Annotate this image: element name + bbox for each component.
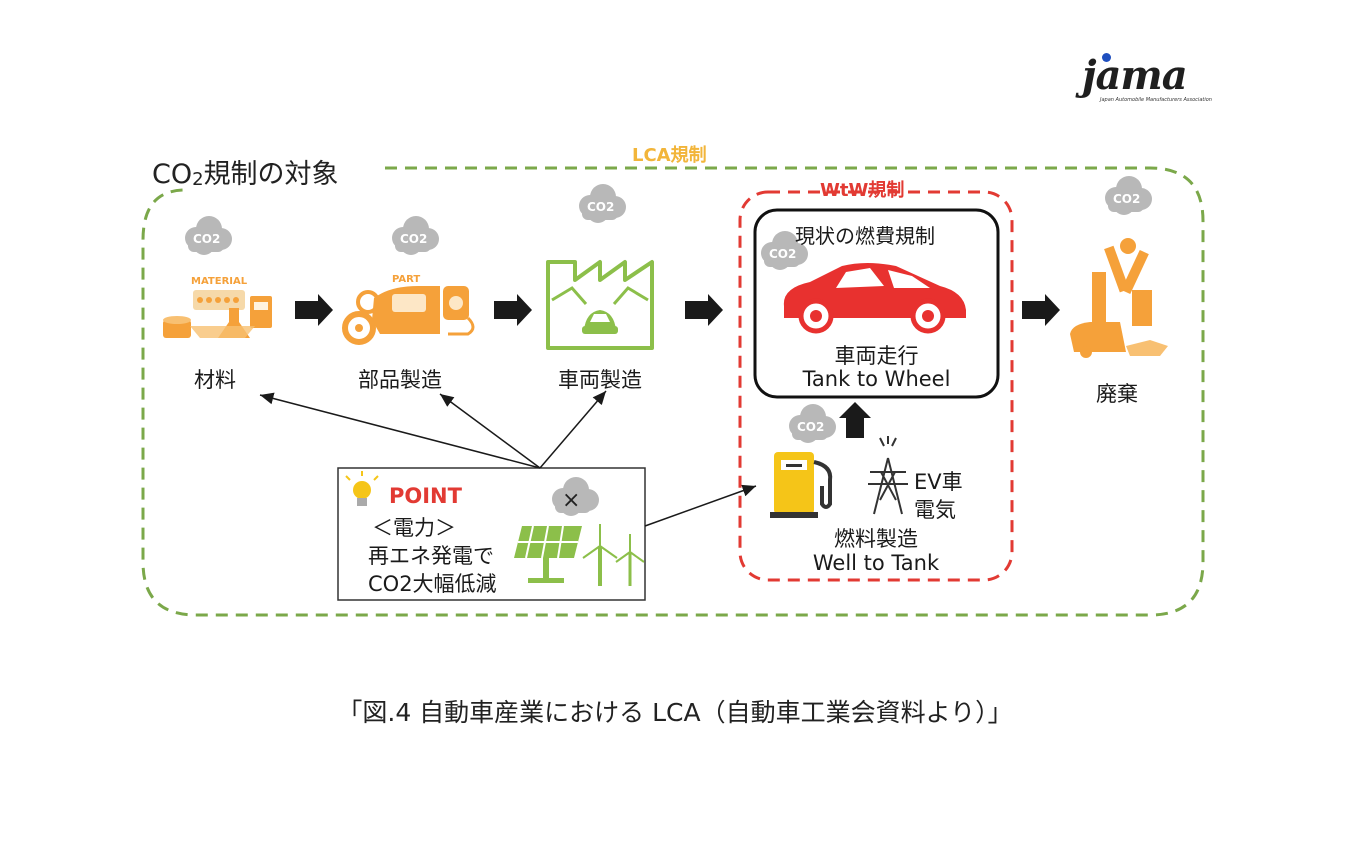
point-box (337, 467, 646, 601)
fuel-pump-icon (770, 452, 833, 518)
logo-dot (1102, 53, 1111, 62)
jama-logo: jama (1082, 52, 1188, 99)
co2-label: CO2 (1113, 192, 1141, 206)
co2-label: CO2 (400, 232, 428, 246)
wtw-boundary (738, 190, 1014, 582)
flow-arrow (295, 294, 333, 326)
wtw-label: WtW規制 (820, 180, 905, 201)
lca-label: LCA規制 (632, 145, 707, 166)
co2-clouds (185, 176, 1152, 516)
solar-panel-icon (514, 525, 582, 583)
flow-arrow (494, 294, 532, 326)
flow-arrow (1022, 294, 1060, 326)
wtt-line1: 燃料製造 (834, 527, 918, 551)
logo-subtitle: Japan Automobile Manufacturers Associati… (1100, 97, 1212, 103)
light-bulb-icon (345, 471, 379, 506)
stage-label-disposal: 廃棄 (1096, 382, 1138, 406)
disposal-icon (1070, 238, 1168, 358)
co2-label: CO2 (797, 420, 825, 434)
stage-label-material: 材料 (194, 368, 236, 392)
connector-arrows (259, 390, 757, 527)
parts-icon-text: PART (392, 274, 421, 285)
power-tower-icon (868, 436, 908, 515)
co2-label: CO2 (769, 247, 797, 261)
flow-arrows (295, 294, 1060, 438)
point-line-3: CO2大幅低減 (368, 572, 497, 596)
point-line-2: 再エネ発電で (368, 544, 494, 568)
co2-label: CO2 (587, 200, 615, 214)
figure-caption: 「図.4 自動車産業における LCA（自動車工業会資料より）」 (337, 698, 1013, 727)
flow-arrow (685, 294, 723, 326)
ttw-heading: 現状の燃費規制 (795, 224, 935, 248)
ev-line2: 電気 (914, 498, 956, 522)
ttw-line2: Tank to Wheel (802, 367, 951, 391)
point-line-1: ＜電力＞ (372, 516, 456, 540)
up-arrow (839, 402, 871, 438)
material-icon (163, 290, 272, 338)
red-car-icon (783, 263, 966, 334)
stage-label-vehicle: 車両製造 (558, 368, 642, 392)
ev-line1: EV車 (914, 470, 963, 494)
factory-icon (546, 260, 654, 350)
co2-label: CO2 (193, 232, 221, 246)
ttw-line1: 車両走行 (834, 344, 919, 368)
cross-mark: × (562, 488, 581, 513)
stage-label-parts: 部品製造 (358, 368, 442, 392)
point-title: POINT (389, 484, 462, 508)
wind-turbine-icon (582, 524, 645, 586)
diagram-title: CO2規制の対象 (152, 159, 339, 190)
lca-boundary (141, 166, 1205, 617)
material-icon-text: MATERIAL (191, 276, 248, 287)
parts-icon (342, 286, 475, 345)
wtt-line2: Well to Tank (812, 551, 940, 575)
